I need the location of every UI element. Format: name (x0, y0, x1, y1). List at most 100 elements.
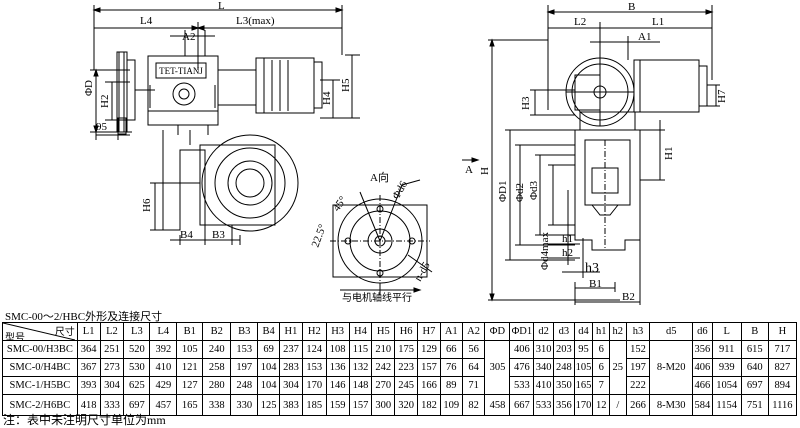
col-header: H1 (279, 322, 303, 341)
dim-h1: h1 (562, 233, 573, 245)
table-cell: 266 (625, 394, 651, 416)
angle-22-5: 22.5° (310, 223, 329, 249)
table-cell: 338 (202, 394, 232, 416)
table-cell: 115 (348, 340, 373, 359)
corner-cell: 尺寸 型号 (2, 322, 78, 341)
table-cell: 367 (76, 358, 101, 377)
col-header: B (740, 322, 769, 341)
table-cell: 146 (325, 376, 350, 395)
table-cell: 242 (371, 358, 396, 377)
table-cell: 520 (123, 340, 151, 359)
table-cell: 911 (711, 340, 742, 359)
table-cell: 121 (176, 358, 204, 377)
table-cell: 127 (176, 376, 204, 395)
table-cell: 159 (325, 394, 350, 416)
table-cell: 270 (371, 376, 396, 395)
table-cell: 356 (691, 340, 713, 359)
table-cell: 148 (348, 376, 373, 395)
dim-d3: Φd3 (528, 180, 540, 200)
dimension-table: 尺寸 型号 L1 L2 L3 L4 B1 B2 B3 B4 H1 H2 H3 H… (2, 322, 798, 416)
table-cell: 667 (509, 394, 535, 416)
table-cell: 304 (99, 376, 125, 395)
table-cell: 157 (417, 358, 441, 377)
model-cell: SMC-00/H3BC (2, 340, 78, 359)
table-header-row: 尺寸 型号 L1 L2 L3 L4 B1 B2 B3 B4 H1 H2 H3 H… (2, 322, 798, 341)
table-cell: 530 (123, 358, 151, 377)
model-cell: SMC-1/H5BC (2, 376, 78, 395)
merged-cell-d5: 8-M20 (649, 340, 693, 395)
table-cell: 203 (552, 340, 575, 359)
table-cell: 132 (348, 358, 373, 377)
col-header: h2 (608, 322, 627, 341)
dim-H1: H1 (663, 147, 675, 160)
col-header: H2 (301, 322, 327, 341)
col-header: L4 (149, 322, 178, 341)
table-cell: 95 (573, 340, 594, 359)
table-cell: 410 (533, 376, 554, 395)
table-row: SMC-00/H3BC 364 251 520 392 105 240 153 … (2, 340, 798, 395)
table-cell: 6 (592, 358, 610, 377)
table-cell: 300 (371, 394, 396, 416)
col-header: d5 (649, 322, 693, 341)
table-cell: 129 (417, 340, 441, 359)
table-cell: 251 (99, 340, 125, 359)
table-cell: 182 (417, 394, 441, 416)
table-cell: 69 (257, 340, 281, 359)
table-cell: 1054 (711, 376, 742, 395)
footnote: 注：表中未注明尺寸单位为mm (3, 413, 166, 427)
table-cell: 6 (592, 340, 610, 359)
table-cell: 240 (202, 340, 232, 359)
col-header: H4 (348, 322, 373, 341)
table-cell: 1116 (767, 394, 798, 416)
table-cell: 429 (149, 376, 178, 395)
col-header: h1 (592, 322, 610, 341)
table-cell: 136 (325, 358, 350, 377)
col-header: ΦD1 (509, 322, 535, 341)
corner-size-label: 尺寸 (54, 327, 75, 338)
table-cell: 533 (533, 394, 554, 416)
table-row: SMC-2/H6BC 418 333 697 457 165 338 330 1… (2, 394, 798, 416)
table-cell: 76 (439, 358, 463, 377)
model-cell: SMC-0/H4BC (2, 358, 78, 377)
view-arrow-A: A (465, 164, 473, 176)
table-cell: 340 (533, 358, 554, 377)
dim-B: B (628, 1, 635, 13)
dim-B2: B2 (622, 291, 635, 303)
table-cell: 56 (461, 340, 486, 359)
table-cell: 248 (552, 358, 575, 377)
dim-d6: Φd6 (390, 179, 410, 202)
dim-L1: L1 (652, 16, 664, 28)
table-cell: 283 (279, 358, 303, 377)
table-cell: 7 (592, 376, 610, 395)
col-header: ΦD (484, 322, 511, 341)
view-title-A: A向 (370, 170, 389, 184)
table-cell: 104 (257, 376, 281, 395)
col-header: H6 (394, 322, 419, 341)
table-cell: 615 (740, 340, 769, 359)
table-cell: 1154 (711, 394, 742, 416)
table-cell: 894 (767, 376, 798, 395)
table-cell: 466 (691, 376, 713, 395)
dim-d4: Φd4max (539, 232, 551, 270)
table-cell: 406 (691, 358, 713, 377)
table-cell: 197 (230, 358, 259, 377)
table-cell: 170 (573, 394, 594, 416)
nameplate: TET-TIANJ (159, 66, 203, 76)
table-cell: 393 (76, 376, 101, 395)
table-cell: 109 (439, 394, 463, 416)
table-cell: 320 (394, 394, 419, 416)
table-cell: 125 (257, 394, 281, 416)
front-view-labels: L L4 L3(max) A2 ΦD H2 H4 H5 95 H6 B4 B3 (83, 0, 352, 241)
table-cell: 170 (301, 376, 327, 395)
dim-h3: h3 (585, 261, 599, 276)
model-cell: SMC-2/H6BC (2, 394, 78, 416)
table-cell: 165 (573, 376, 594, 395)
table-cell: 153 (301, 358, 327, 377)
table-cell: 330 (230, 394, 259, 416)
table-cell: 258 (202, 358, 232, 377)
dim-D: ΦD (83, 80, 95, 96)
table-cell: 166 (417, 376, 441, 395)
table-cell: 153 (230, 340, 259, 359)
table-cell: 210 (371, 340, 396, 359)
table-cell: 185 (301, 394, 327, 416)
